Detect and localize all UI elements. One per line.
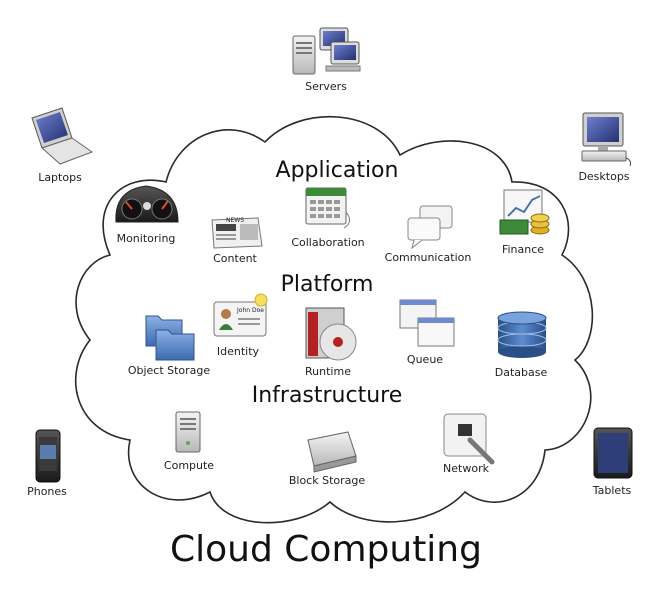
monitoring-label: Monitoring (117, 232, 176, 245)
compute-label: Compute (164, 459, 214, 472)
id-card-icon (213, 293, 268, 337)
id-card-name: John Doe (236, 307, 264, 314)
desktop-icon (581, 112, 631, 167)
laptops-label: Laptops (38, 171, 82, 184)
gauge-icon (115, 185, 179, 223)
speech-bubbles-icon (407, 205, 453, 250)
queue-label: Queue (407, 353, 443, 366)
block-storage-label: Block Storage (289, 474, 366, 487)
queue-icon (399, 299, 455, 347)
newspaper-icon (211, 217, 263, 249)
desktops-label: Desktops (578, 170, 629, 183)
folder-icon (145, 315, 195, 361)
network-label: Network (443, 462, 490, 475)
infrastructure-heading: Infrastructure (252, 383, 403, 408)
database-label: Database (495, 366, 548, 379)
collaboration-label: Collaboration (291, 236, 364, 249)
application-heading: Application (276, 158, 399, 183)
laptop-icon (31, 107, 94, 165)
content-label: Content (213, 252, 257, 265)
communication-label: Communication (385, 251, 472, 264)
hard-drive-icon (307, 431, 357, 473)
news-badge: NEWS (226, 217, 244, 224)
network-icon (443, 413, 495, 465)
runtime-icon (305, 307, 357, 361)
tablet-icon (593, 427, 633, 479)
phones-label: Phones (27, 485, 67, 498)
finance-label: Finance (502, 243, 544, 256)
runtime-label: Runtime (305, 365, 351, 378)
servers-icon (292, 27, 361, 75)
servers-label: Servers (305, 80, 347, 93)
phone-icon (35, 429, 61, 483)
diagram-title: Cloud Computing (170, 529, 482, 570)
database-icon (497, 311, 547, 358)
object-storage-label: Object Storage (128, 364, 211, 377)
calendar-icon (305, 187, 350, 229)
tablets-label: Tablets (592, 484, 632, 497)
finance-icon (499, 189, 550, 235)
identity-label: Identity (217, 345, 260, 358)
compute-icon (175, 411, 201, 453)
platform-heading: Platform (281, 272, 374, 297)
